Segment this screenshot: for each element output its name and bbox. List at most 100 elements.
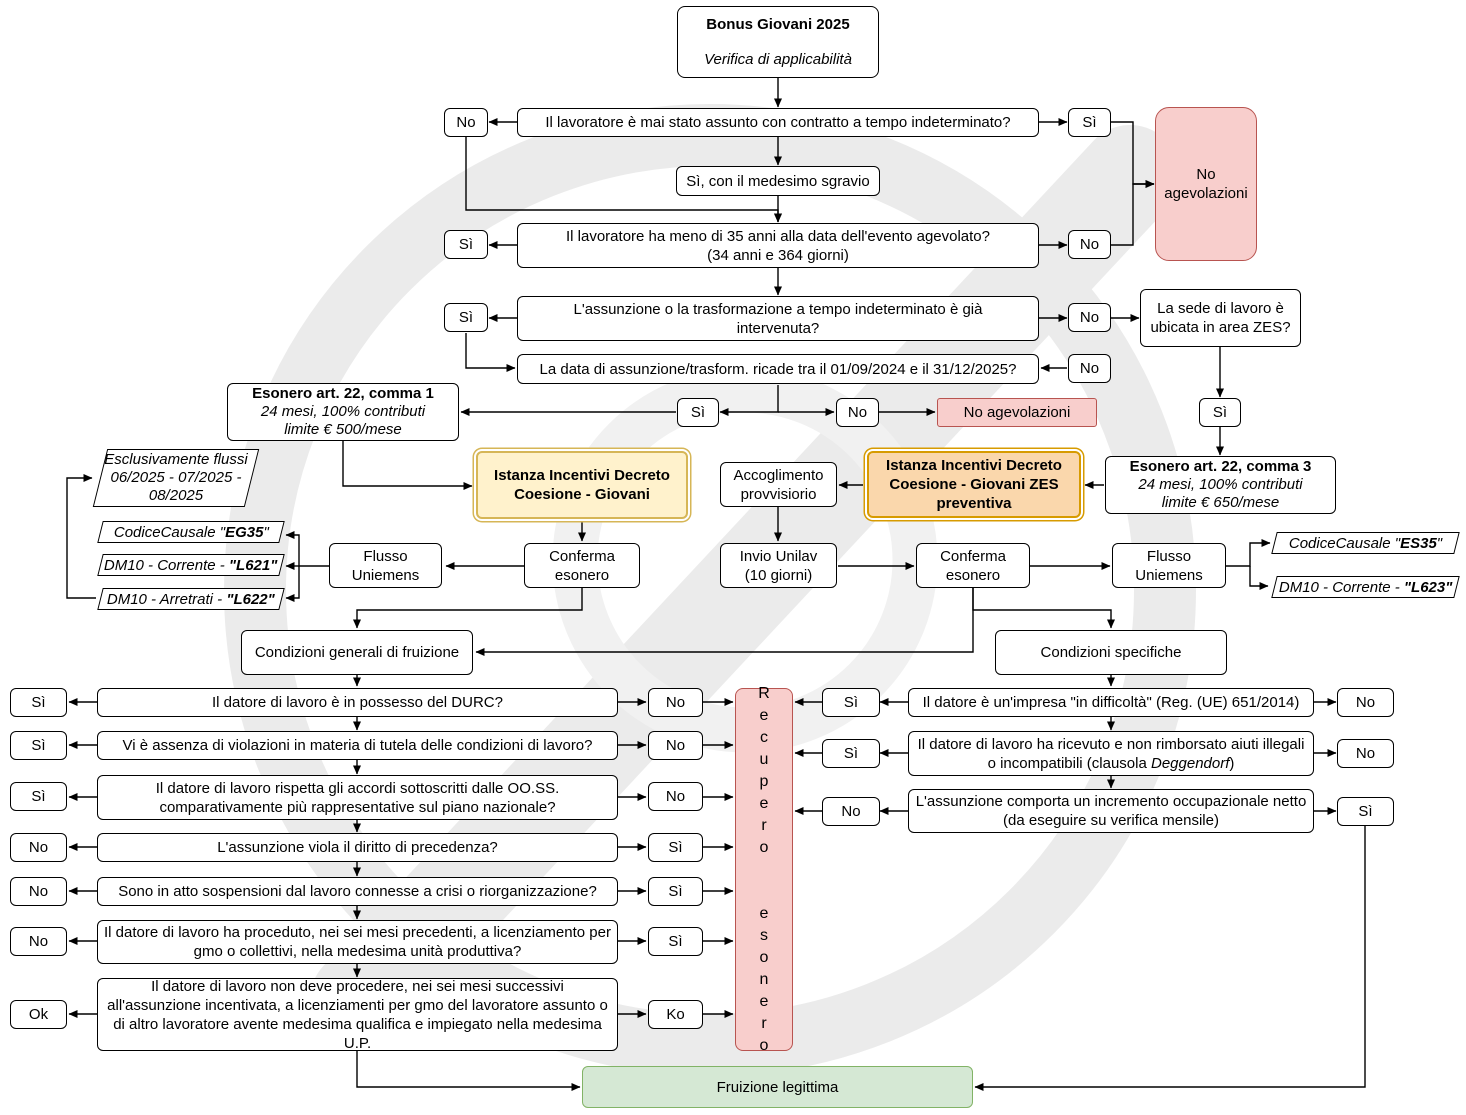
gq2-text: Vi è assenza di violazioni in materia di… xyxy=(122,737,593,754)
cond-specific-text: Condizioni specifiche xyxy=(1040,644,1182,661)
code-l621-text: DM10 - Corrente - "L621" xyxy=(104,556,278,574)
gq7-pass-label: Ok xyxy=(28,1006,49,1023)
gq2-fail: No xyxy=(648,731,703,760)
istanza-giovani-text: Istanza Incentivi Decreto Coesione - Gio… xyxy=(494,467,670,503)
flusso-right-text: Flusso Uniemens xyxy=(1135,547,1203,584)
no-benefits-text: No agevolazioni xyxy=(1164,166,1248,202)
gq4-fail-label: Sì xyxy=(668,839,683,856)
gq3-fail: No xyxy=(648,782,703,811)
gq5-pass-label: No xyxy=(28,883,49,900)
gq4-node: L'assunzione viola il diritto di precede… xyxy=(97,833,618,862)
gq6-fail: Sì xyxy=(648,927,703,956)
gq6-pass-label: No xyxy=(28,933,49,950)
gq3-node: Il datore di lavoro rispetta gli accordi… xyxy=(97,775,618,820)
istanza-zes-node: Istanza Incentivi Decreto Coesione - Gio… xyxy=(867,451,1081,518)
gq6-pass: No xyxy=(10,927,67,956)
q3-node: L'assunzione o la trasformazione a tempo… xyxy=(517,296,1039,341)
gq5-fail: Sì xyxy=(648,877,703,906)
q4-no-benefits: No agevolazioni xyxy=(937,398,1097,427)
q3-no-label: No xyxy=(1079,309,1100,326)
recupero-esonero-node: R e c u p e r o e s o n e r o xyxy=(735,685,793,1054)
q4-yes-label: Sì xyxy=(690,404,706,421)
q3-yes: Sì xyxy=(444,303,488,332)
gq4-text: L'assunzione viola il diritto di precede… xyxy=(217,839,498,856)
q1-text: Il lavoratore è mai stato assunto con co… xyxy=(545,114,1011,131)
code-es35: CodiceCausale "ES35" xyxy=(1271,532,1460,554)
q2-line2: (34 anni e 364 giorni) xyxy=(707,246,849,264)
gq3-pass: Sì xyxy=(10,782,67,811)
gq2-pass: Sì xyxy=(10,731,67,760)
esonero1-line1: 24 mesi, 100% contributi xyxy=(260,403,426,420)
conferma-left-node: Conferma esonero xyxy=(524,543,640,588)
esonero-comma1-node: Esonero art. 22, comma 1 24 mesi, 100% c… xyxy=(227,383,459,441)
gq7-fail-label: Ko xyxy=(666,1006,685,1023)
q4-no-right: No xyxy=(1068,354,1111,383)
zes-question-text: La sede di lavoro è ubicata in area ZES? xyxy=(1150,300,1291,336)
conferma-right-text: Conferma esonero xyxy=(940,547,1006,584)
flussi-note-text: Esclusivamente flussi 06/2025 - 07/2025 … xyxy=(104,451,248,504)
flussi-note: Esclusivamente flussi 06/2025 - 07/2025 … xyxy=(92,449,260,507)
esonero3-line1: 24 mesi, 100% contributi xyxy=(1138,476,1303,493)
fruizione-node: Fruizione legittima xyxy=(582,1066,973,1108)
gq4-pass: No xyxy=(10,833,67,862)
unilav-line1: Invio Unilav xyxy=(739,547,818,565)
sq3-fail-label: No xyxy=(841,803,861,820)
esonero-comma3-node: Esonero art. 22, comma 3 24 mesi, 100% c… xyxy=(1105,456,1336,514)
gq1-pass: Sì xyxy=(10,688,67,717)
code-l623-text: DM10 - Corrente - "L623" xyxy=(1278,578,1453,596)
title-main: Bonus Giovani 2025 xyxy=(706,16,850,33)
sq3-pass-label: Sì xyxy=(1358,803,1373,820)
gq4-fail: Sì xyxy=(648,833,703,862)
esonero3-title: Esonero art. 22, comma 3 xyxy=(1129,458,1312,475)
gq6-fail-label: Sì xyxy=(668,933,683,950)
sq1-text: Il datore è un'impresa "in difficoltà" (… xyxy=(922,694,1300,711)
sq2-fail-label: Sì xyxy=(843,745,859,762)
sq3-text: L'assunzione comporta un incremento occu… xyxy=(915,793,1307,829)
q3-yes-label: Sì xyxy=(458,309,474,326)
gq1-pass-label: Sì xyxy=(31,694,46,711)
q2-node: Il lavoratore ha meno di 35 anni alla da… xyxy=(517,223,1039,268)
gq2-fail-label: No xyxy=(665,737,686,754)
gq5-node: Sono in atto sospensioni dal lavoro conn… xyxy=(97,877,618,906)
sq2-pass-label: No xyxy=(1355,745,1376,762)
flusso-left-text: Flusso Uniemens xyxy=(351,547,420,584)
gq7-pass: Ok xyxy=(10,1000,67,1029)
gq7-text: Il datore di lavoro non deve procedere, … xyxy=(107,977,608,1052)
code-l622: DM10 - Arretrati - "L622" xyxy=(97,588,285,610)
gq2-pass-label: Sì xyxy=(31,737,46,754)
esonero1-line2: limite € 500/mese xyxy=(284,421,402,438)
zes-question-node: La sede di lavoro è ubicata in area ZES? xyxy=(1140,289,1301,347)
esonero1-title: Esonero art. 22, comma 1 xyxy=(252,385,434,402)
flusso-left-node: Flusso Uniemens xyxy=(329,543,442,588)
q4-no-right-label: No xyxy=(1079,360,1100,377)
gq1-fail-label: No xyxy=(665,694,686,711)
sq2-fail: Sì xyxy=(822,739,880,768)
recupero-esonero-text: R e c u p e r o e s o n e r o xyxy=(758,684,770,1054)
q2-no: No xyxy=(1068,230,1111,259)
cond-general-node: Condizioni generali di fruizione xyxy=(241,630,473,675)
gq1-node: Il datore di lavoro è in possesso del DU… xyxy=(97,688,618,717)
code-eg35-text: CodiceCausale "EG35" xyxy=(113,523,269,541)
q4-no-benefits-text: No agevolazioni xyxy=(963,404,1071,421)
gq5-pass: No xyxy=(10,877,67,906)
sq3-node: L'assunzione comporta un incremento occu… xyxy=(908,789,1314,833)
flusso-right-node: Flusso Uniemens xyxy=(1112,543,1226,588)
conferma-right-node: Conferma esonero xyxy=(916,543,1030,588)
gq1-fail: No xyxy=(648,688,703,717)
zes-yes-label: Sì xyxy=(1212,404,1228,421)
gq7-fail: Ko xyxy=(648,1000,703,1029)
cond-general-text: Condizioni generali di fruizione xyxy=(254,644,460,661)
q4-node: La data di assunzione/trasform. ricade t… xyxy=(517,354,1039,384)
gq5-fail-label: Sì xyxy=(668,883,683,900)
no-benefits-node: No agevolazioni xyxy=(1155,107,1257,261)
q1-yes-label: Sì xyxy=(1082,114,1097,131)
code-es35-text: CodiceCausale "ES35" xyxy=(1288,534,1443,552)
q4-text: La data di assunzione/trasform. ricade t… xyxy=(539,360,1017,378)
sq2-pass: No xyxy=(1337,739,1394,768)
gq5-text: Sono in atto sospensioni dal lavoro conn… xyxy=(118,883,597,900)
sq1-fail-label: Sì xyxy=(843,694,859,711)
q2-yes: Sì xyxy=(444,230,488,259)
sq3-fail: No xyxy=(822,797,880,826)
